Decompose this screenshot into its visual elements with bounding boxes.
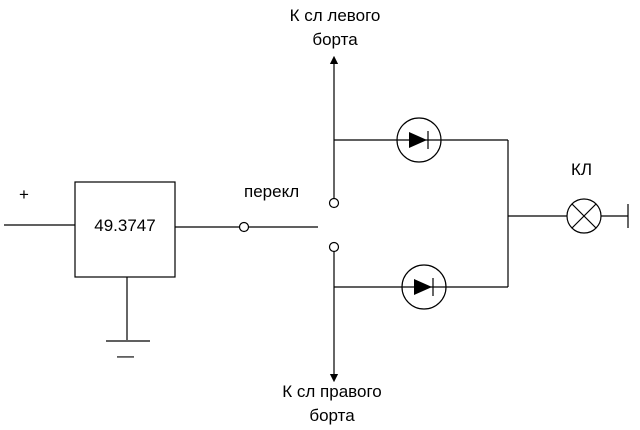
lower-diode-icon <box>414 279 432 295</box>
switch-label: перекл <box>244 182 300 201</box>
lamp-cross-b <box>571 203 597 229</box>
switch-contact-left <box>328 197 340 209</box>
top-destination-line2: борта <box>312 30 358 49</box>
minus-sign: — <box>117 346 134 365</box>
lamp-label: КЛ <box>571 160 593 179</box>
relay-block-label: 49.3747 <box>94 216 156 235</box>
switch-pivot-contact <box>238 221 250 233</box>
relay-block-box <box>74 181 176 278</box>
plus-sign: + <box>19 185 29 204</box>
bottom-destination-label: К сл правого борта <box>262 380 402 428</box>
bottom-destination-line2: борта <box>309 406 355 425</box>
switch-contact-right <box>328 241 340 253</box>
top-destination-label: К сл левого борта <box>270 4 400 52</box>
upper-diode-icon <box>409 132 427 148</box>
bottom-destination-line1: К сл правого <box>282 382 382 401</box>
top-destination-line1: К сл левого <box>289 6 381 25</box>
